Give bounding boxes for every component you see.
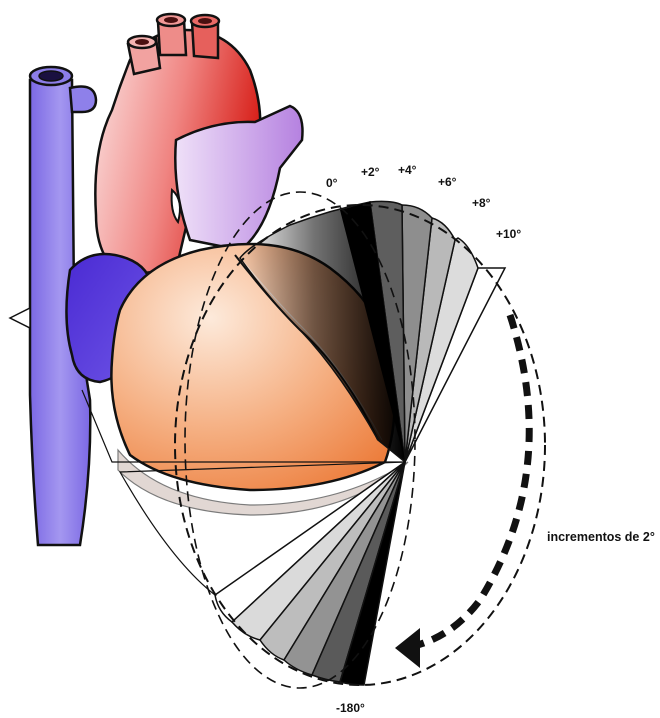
label-plus8-deg: +8° bbox=[472, 196, 491, 210]
label-0-deg: 0° bbox=[326, 176, 338, 190]
label-minus180-deg: -180° bbox=[336, 701, 365, 715]
label-plus2-deg: +2° bbox=[361, 165, 380, 179]
label-plus10-deg: +10° bbox=[496, 227, 521, 241]
label-plus6-deg: +6° bbox=[438, 175, 457, 189]
label-plus4-deg: +4° bbox=[398, 163, 417, 177]
label-increments: incrementos de 2° bbox=[547, 530, 655, 544]
